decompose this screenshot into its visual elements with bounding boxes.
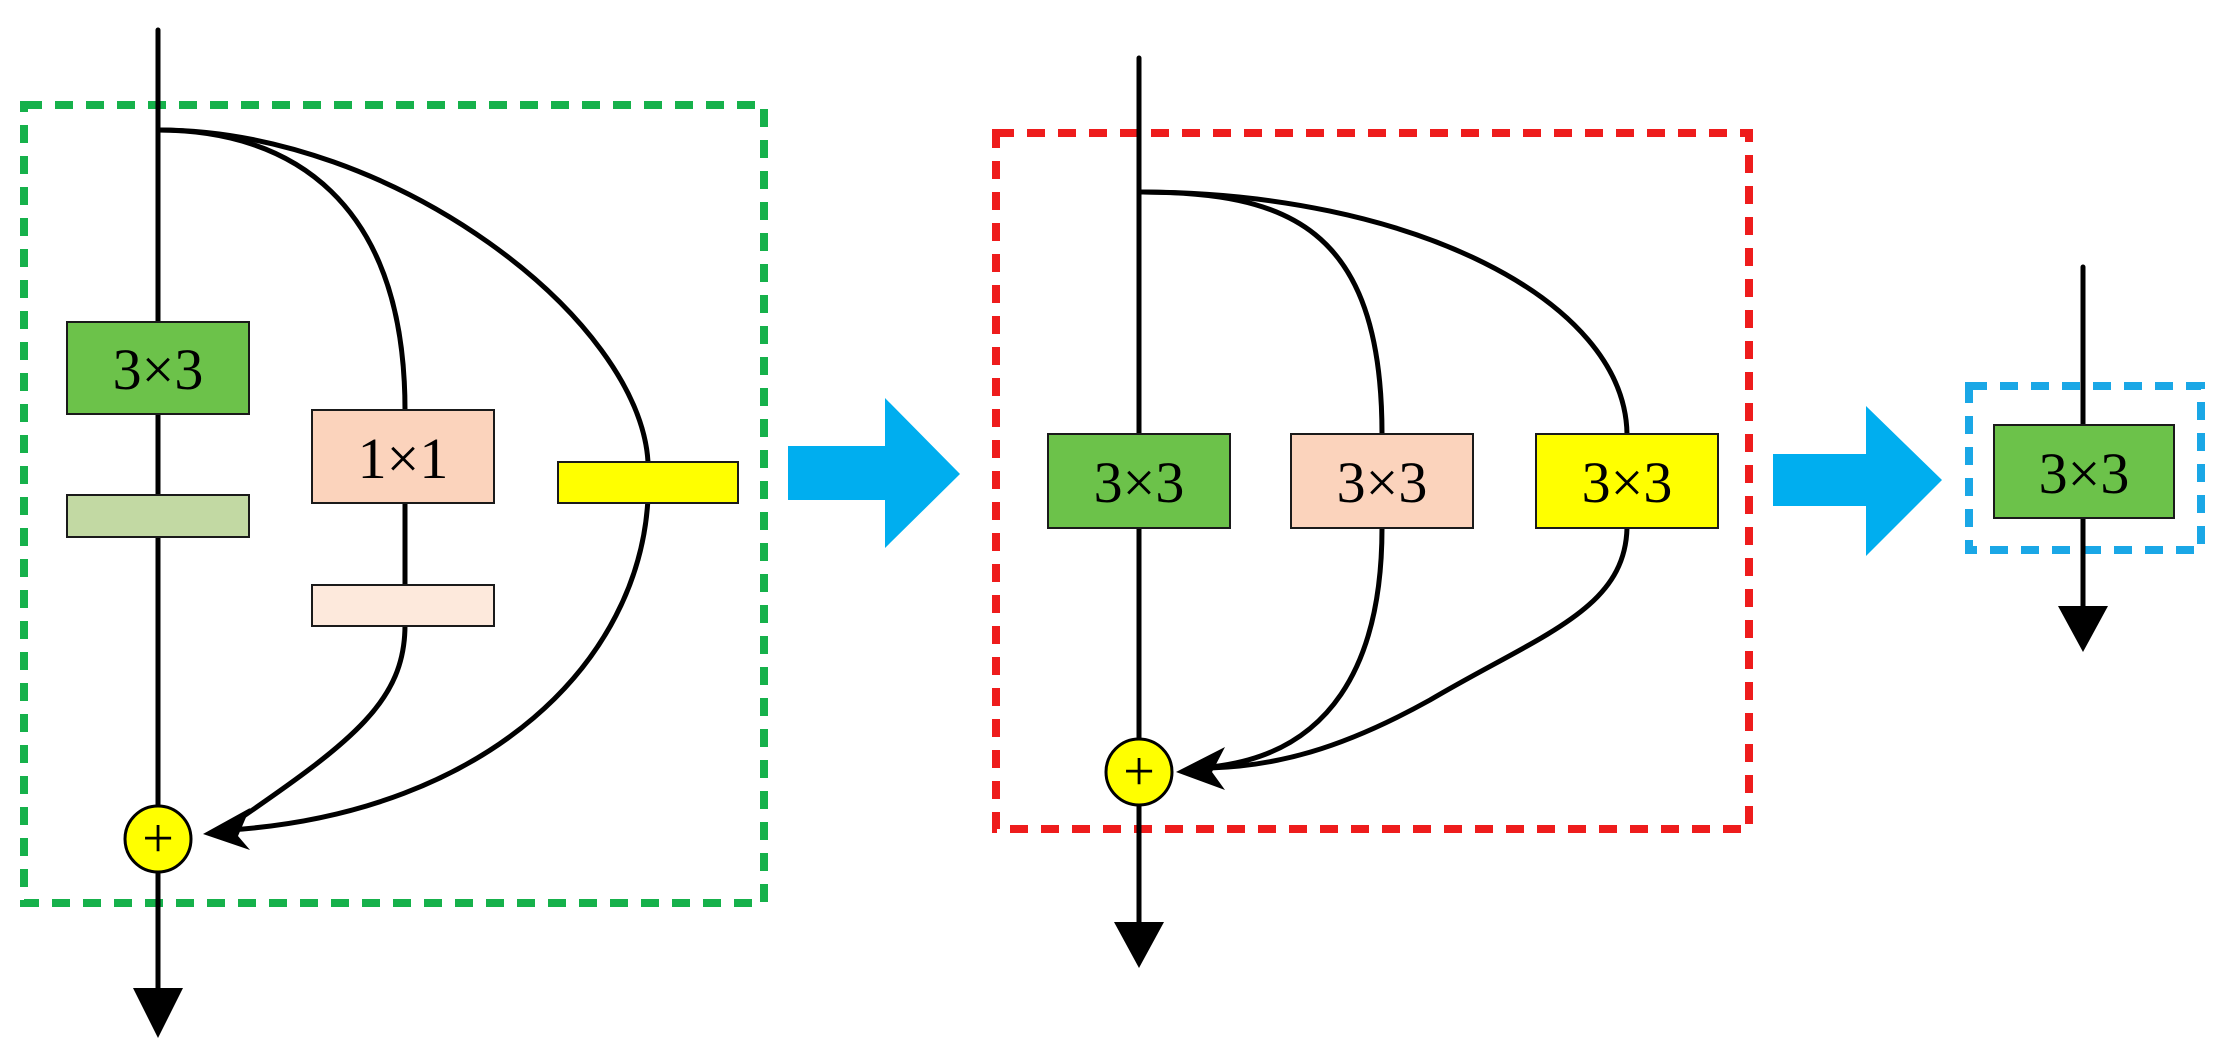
panel1-add-node: + [123,804,193,874]
panel1-conv3x3-box [66,321,250,415]
panel3-conv-box [1993,424,2175,519]
panel3-output-arrow-icon [2058,606,2108,652]
panel2-branch2-bottom-wire [1207,525,1385,770]
panel2-branch2-box [1290,433,1474,529]
transition-arrow-1-icon [788,398,960,548]
panel-inference-block: 3×3 [1965,264,2205,652]
panel1-add-symbol: + [142,808,174,870]
panel2-branch3-label: 3×3 [1582,450,1673,515]
panel1-output-arrow-icon [133,988,183,1038]
panel2-branch2-label: 3×3 [1337,450,1428,515]
panel2-output-arrow-icon [1114,922,1164,968]
transition-arrow-2-icon [1773,406,1942,556]
panel1-conv1x1-box [311,409,495,504]
panel1-bn-identity-box [557,461,739,504]
panel2-branch2-top-wire [1136,189,1385,437]
panel2-add-node: + [1104,737,1174,807]
panel3-conv-label: 3×3 [2039,441,2130,506]
panel2-plus-circle-icon [1104,737,1174,807]
panel1-branch-identity-bottom-wire [227,495,651,833]
panel1-merge-arrowhead-icon [203,808,250,850]
panel1-bn-1x1-box [311,584,495,627]
panel1-dashed-border [20,101,768,907]
panel-fused-branches: 3×3 3×3 3×3 + [992,55,1753,968]
panel-training-block: 3×3 1×1 + [20,27,768,1038]
panel1-bn-3x3-box [66,494,250,538]
panel1-conv1x1-label: 1×1 [358,426,449,491]
panel2-branch3-bottom-wire [1207,525,1630,771]
panel1-conv3x3-label: 3×3 [113,337,204,402]
panel2-branch3-top-wire [1136,189,1630,437]
panel2-add-symbol: + [1123,741,1155,803]
panel2-merge-arrowhead-icon [1176,747,1225,790]
panel1-branch-1x1-bottom-wire [232,622,408,825]
panel2-branch1-label: 3×3 [1094,450,1185,515]
panel1-branch-identity-top-wire [155,127,651,465]
panel2-branch1-box [1047,433,1231,529]
panel2-branch3-box [1535,433,1719,529]
panel1-plus-circle-icon [123,804,193,874]
panel2-dashed-border [992,129,1753,833]
